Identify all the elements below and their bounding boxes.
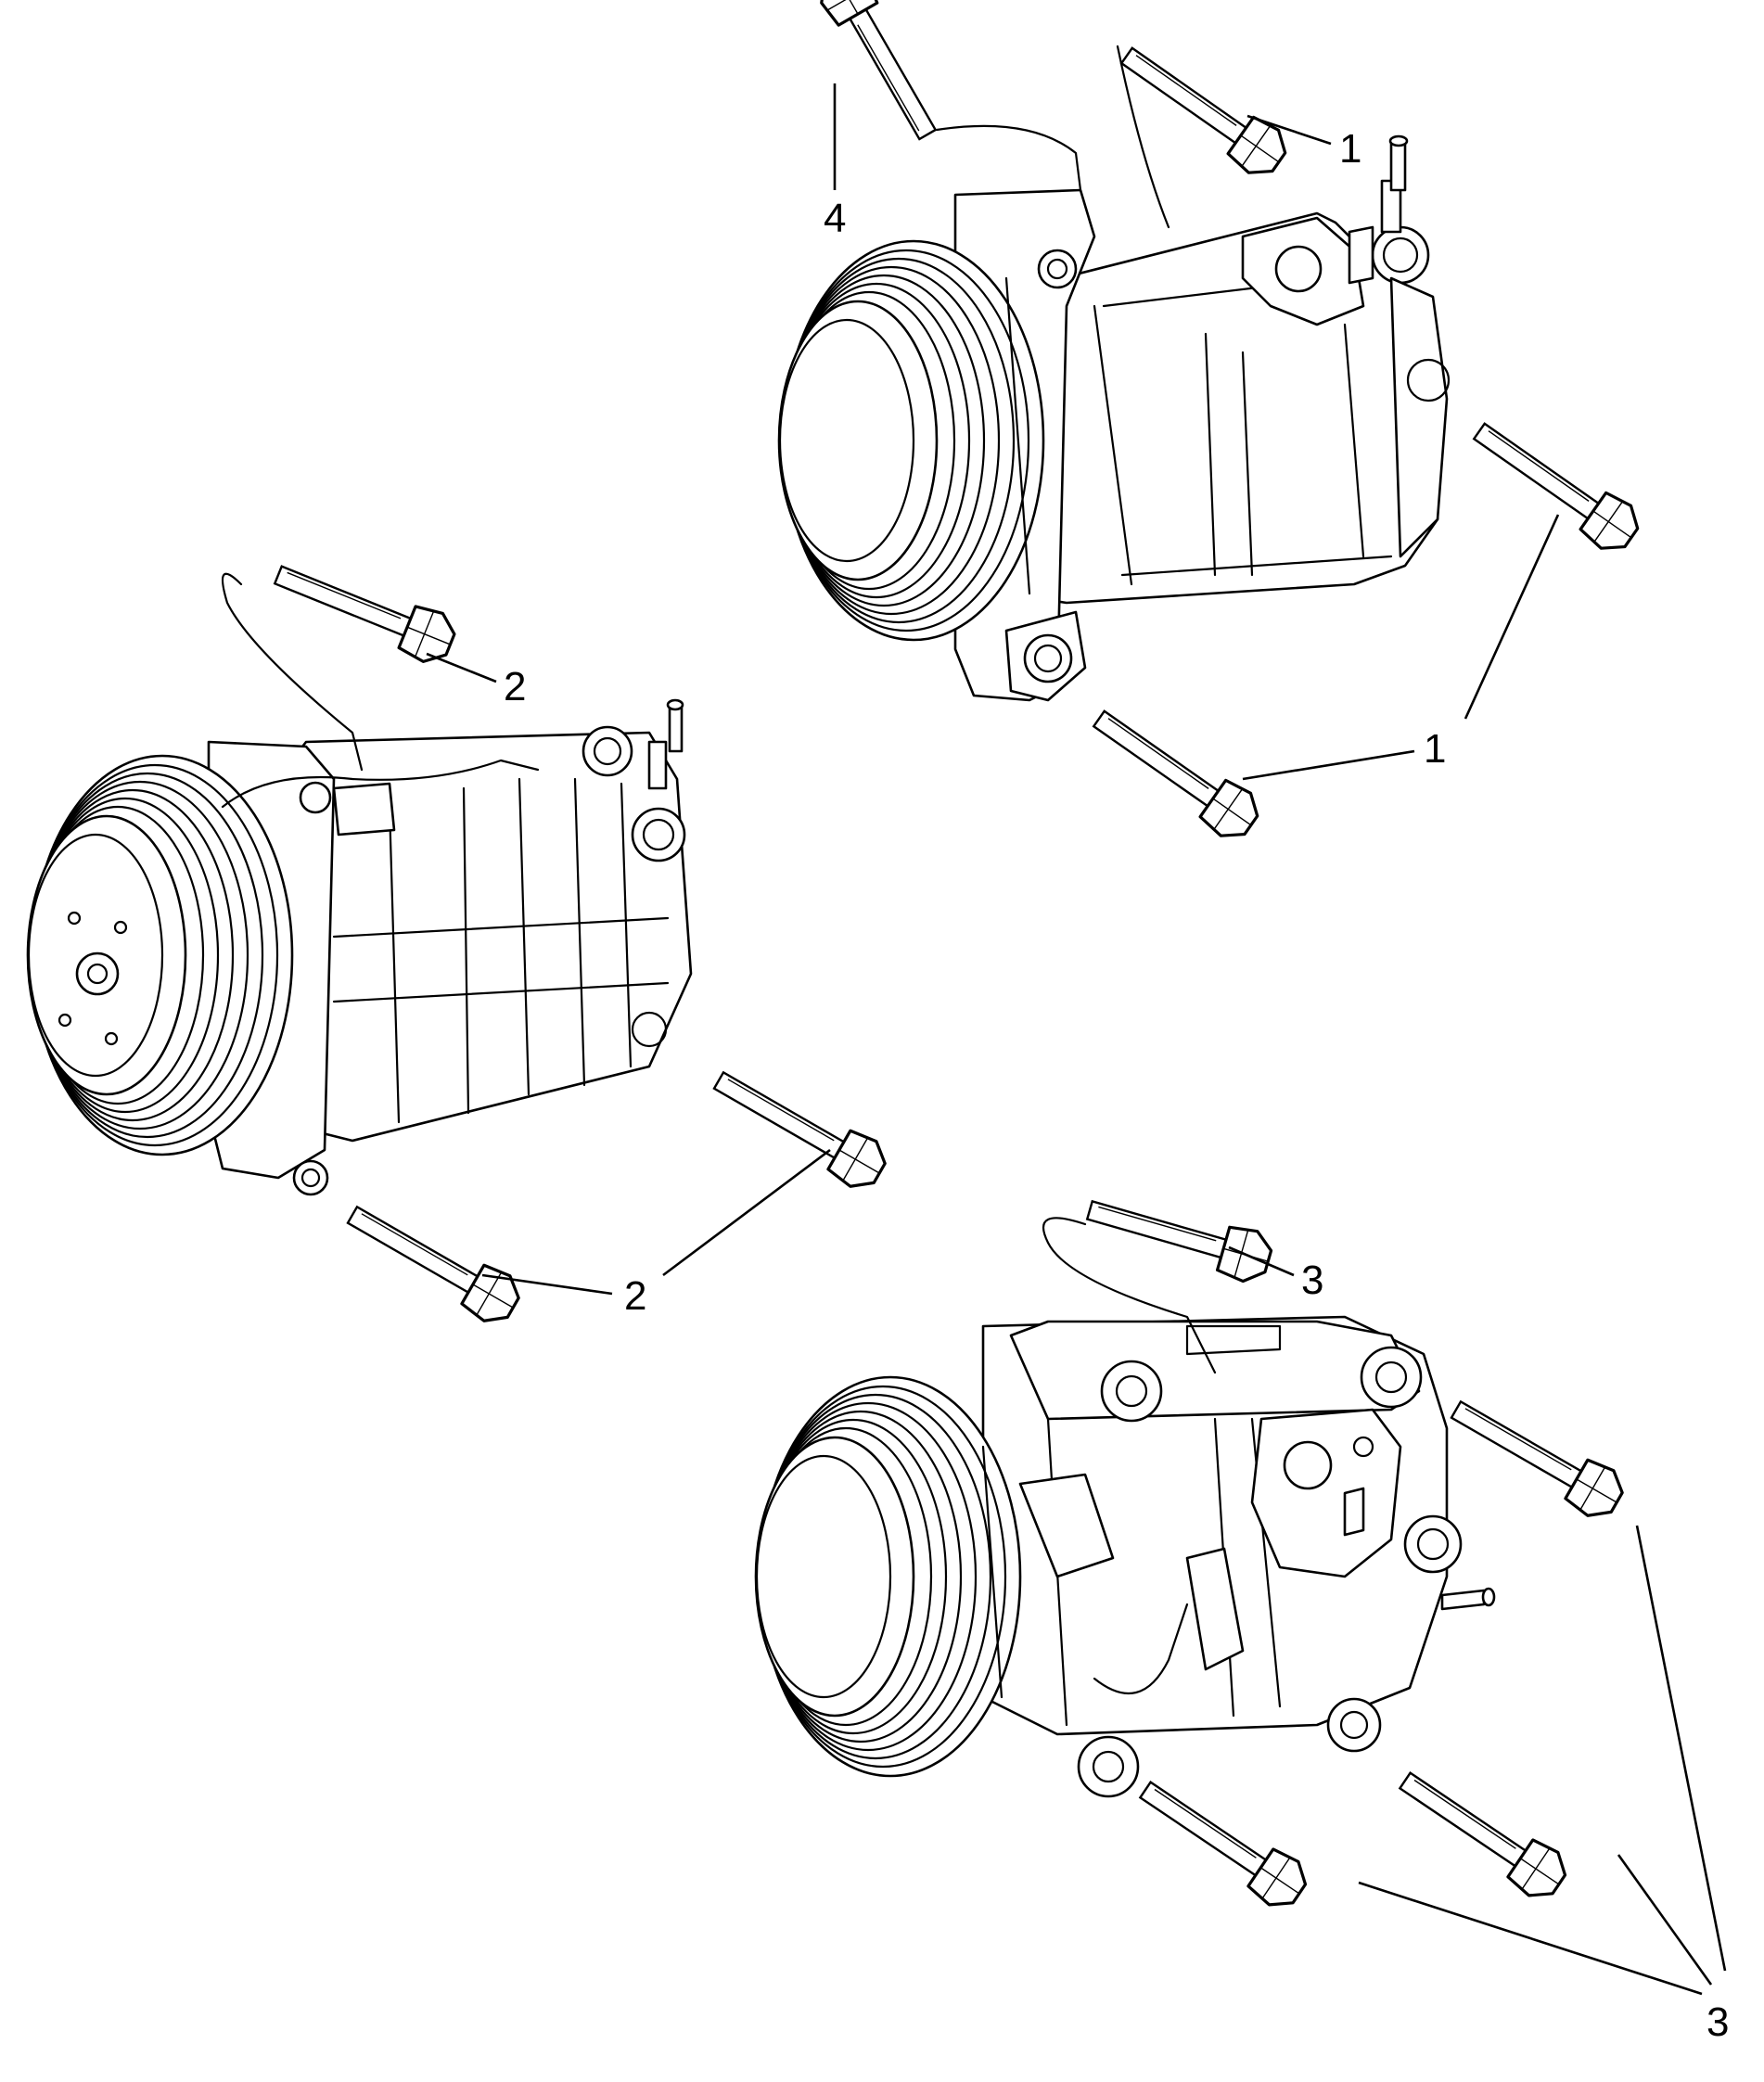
bolt-icon [1110,32,1296,185]
callout-2-top: 2 [504,664,526,709]
bolt-icon [1441,1386,1631,1526]
bolt-icon [1463,408,1648,561]
callout-3-lower: 3 [1706,1999,1729,2045]
callout-4: 4 [824,196,846,241]
bolt-icon [1080,1183,1277,1288]
callout-1-lower: 1 [1424,726,1446,772]
bolt-icon [1129,1767,1316,1917]
callout-3-top: 3 [1301,1258,1323,1303]
callout-leaders [426,83,1727,1996]
compressor-bottom-icon [754,1217,1496,1798]
bolt-icon [811,0,952,149]
bolt-icon [1082,696,1268,849]
callout-1-top: 1 [1339,126,1361,172]
callout-2-lower: 2 [624,1273,646,1319]
bolt-icon [1388,1757,1576,1908]
bolt-icon [704,1056,894,1197]
compressor-left-icon [26,572,693,1196]
compressor-top-icon [777,45,1451,702]
bolt-icon [338,1191,528,1332]
bolt-icon [266,549,462,671]
